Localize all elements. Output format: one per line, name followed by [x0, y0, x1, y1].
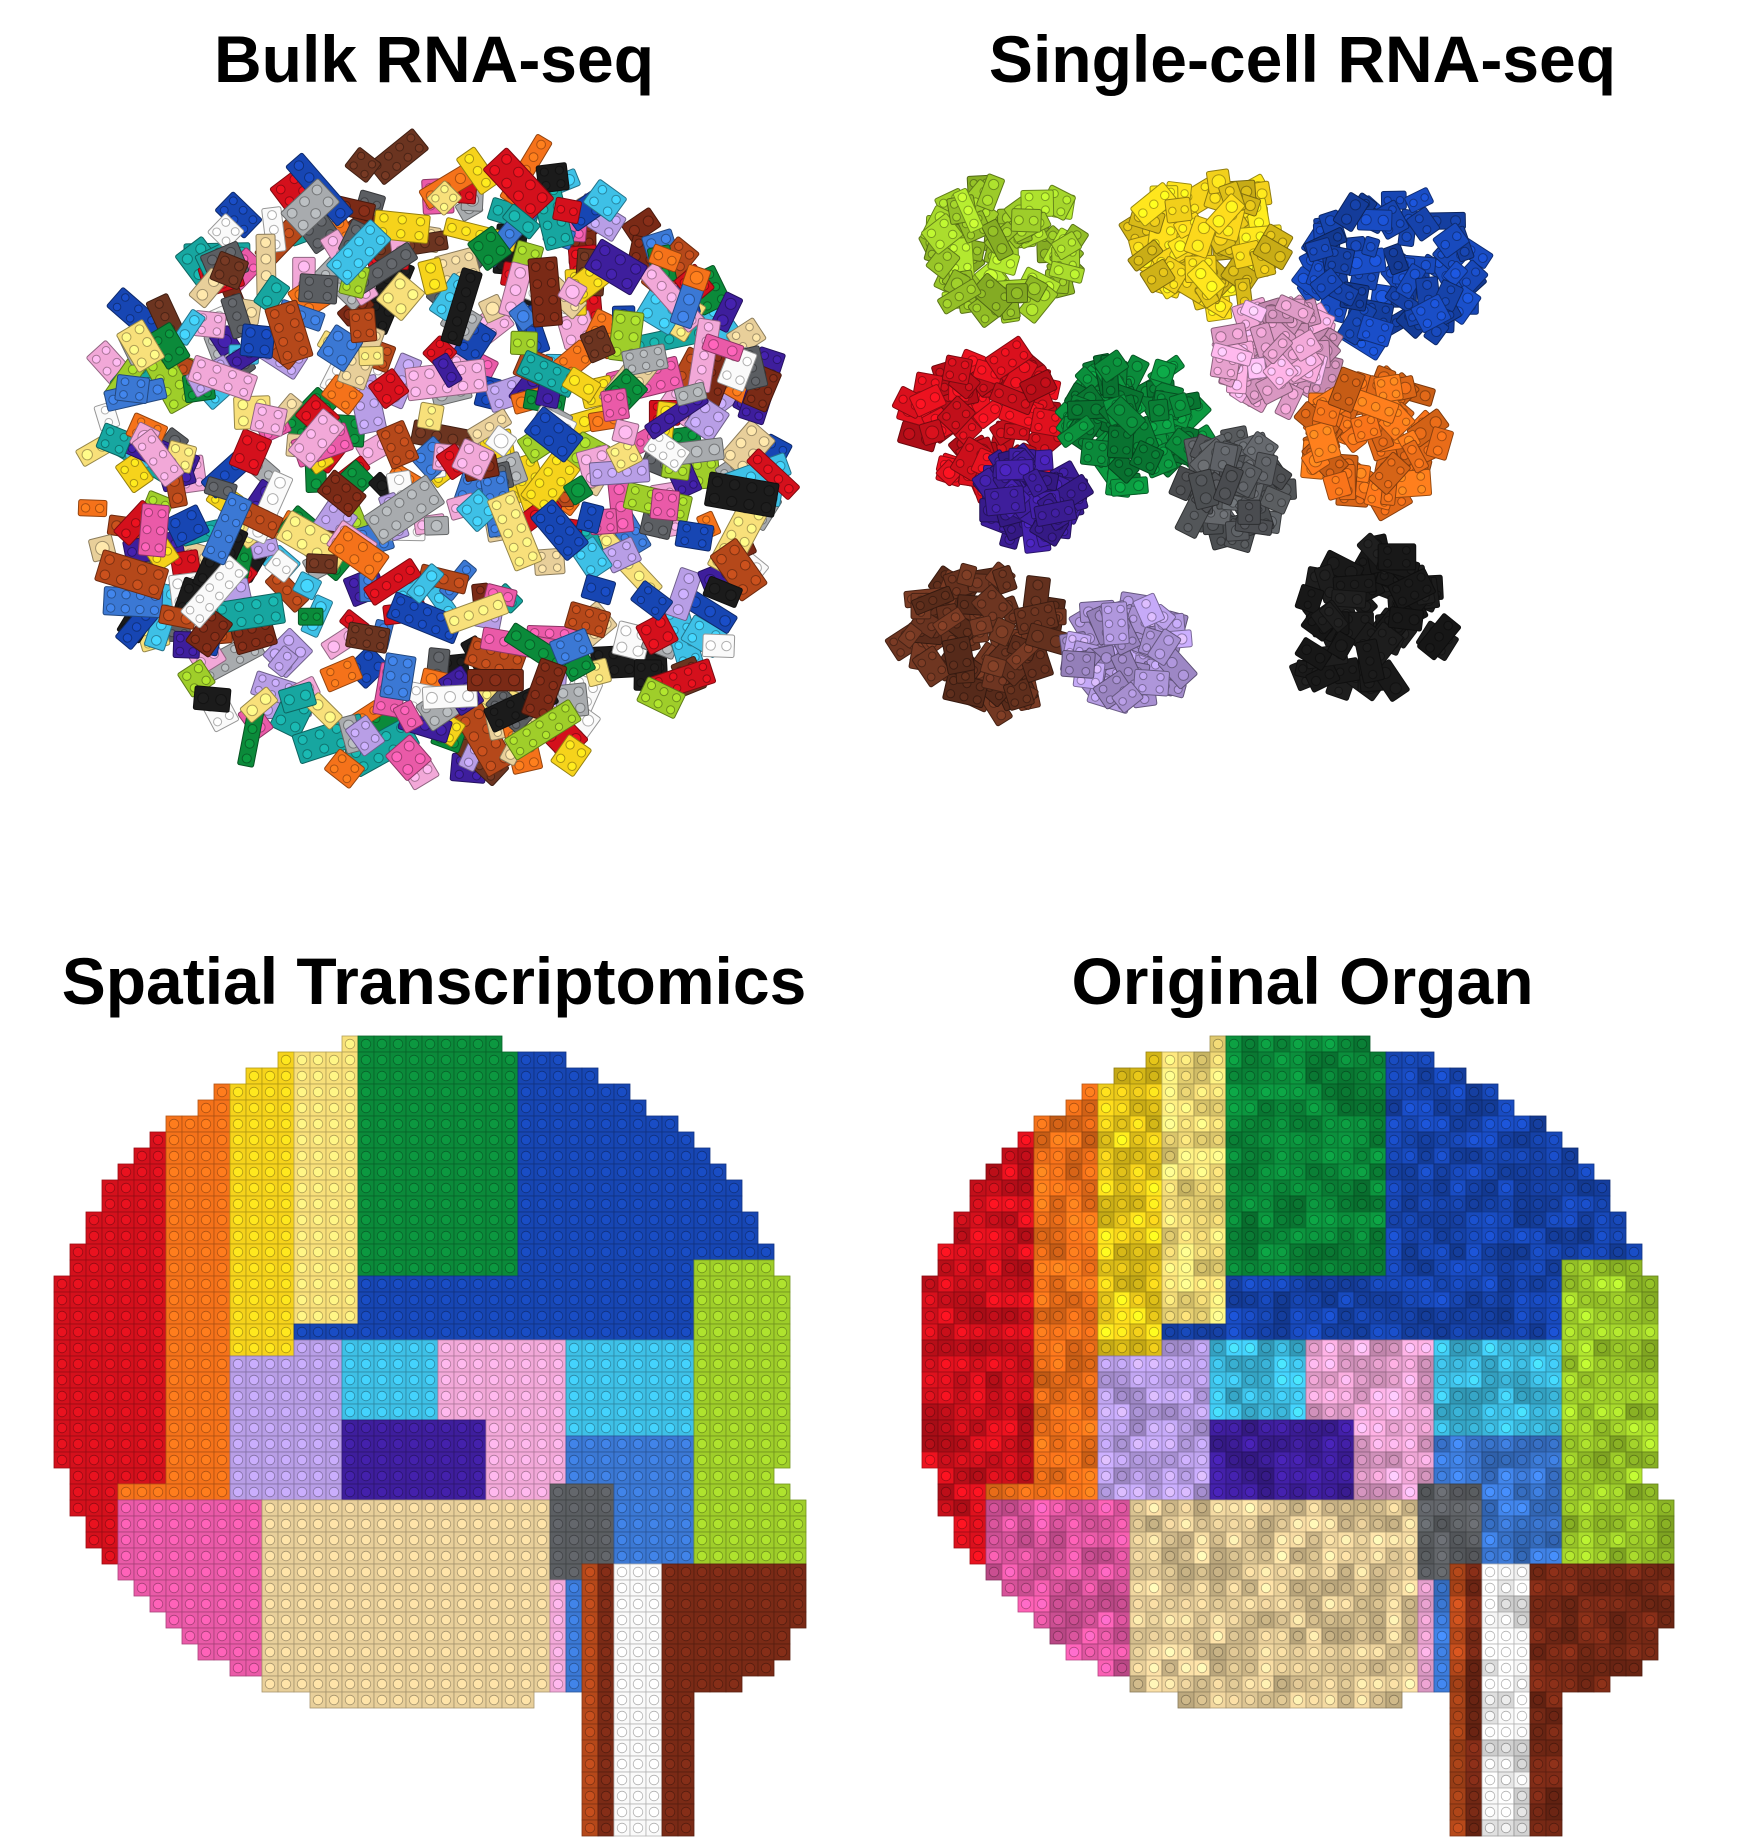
bulk-brick-pile-image — [75, 128, 800, 791]
panel-title-bulk: Bulk RNA-seq — [213, 22, 655, 96]
panel-title-single-cell: Single-cell RNA-seq — [988, 22, 1617, 96]
sorted-brick-clusters-image — [884, 168, 1494, 727]
panel-title-spatial: Spatial Transcriptomics — [61, 944, 807, 1018]
panel-bulk-rna-seq: Bulk RNA-seq — [0, 0, 868, 900]
brick-brain-mosaic-image — [53, 1035, 807, 1837]
panel-original-organ: Original Organ — [868, 900, 1737, 1846]
panel-single-cell-rna-seq: Single-cell RNA-seq — [868, 0, 1737, 900]
panel-title-organ: Original Organ — [1071, 944, 1534, 1018]
panel-spatial-transcriptomics: Spatial Transcriptomics — [0, 900, 868, 1846]
brick-brain-model-image — [921, 1035, 1675, 1837]
